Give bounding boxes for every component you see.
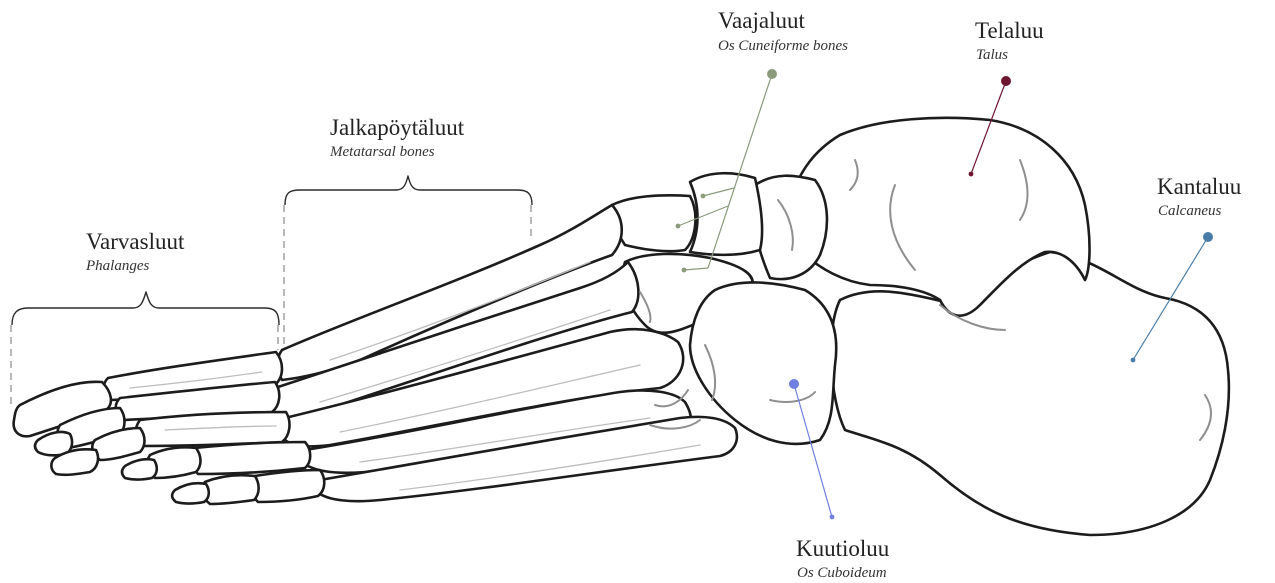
phalanx-middle-5 [202,475,258,504]
phalanx-proximal-4 [192,442,311,474]
vaajaluut-point [701,194,706,199]
kantaluu-label: Kantaluu [1157,174,1242,199]
varvasluut-label: Varvasluut [86,229,185,254]
telaluu-point [969,172,974,177]
kuutioluu-latin-label: Os Cuboideum [797,565,887,581]
jalkapoytaluut-latin-label: Metatarsal bones [329,144,435,160]
metatarsal-bracket [285,176,532,205]
kuutioluu-point [830,515,835,520]
phalanges-bracket [12,292,279,325]
phalanx-proximal-3 [136,412,290,446]
kuutioluu-label: Kuutioluu [796,536,890,561]
calcaneus-bone [831,252,1229,535]
jalkapoytaluut-label: Jalkapöytäluut [330,115,465,140]
foot-skeleton [14,118,1229,535]
phalanx-distal-5 [172,483,209,503]
vaajaluut-label: Vaajaluut [718,8,805,33]
kantaluu-latin-label: Calcaneus [1158,203,1221,219]
vaajaluut-latin-label: Os Cuneiforme bones [718,38,848,54]
vaajaluut-point [676,224,681,229]
vaajaluut-point [682,268,687,273]
phalanx-distal-4 [122,459,157,479]
cuneiform-bone-upper [612,195,696,251]
varvasluut-latin-label: Phalanges [85,258,149,274]
kantaluu-point [1131,358,1136,363]
telaluu-latin-label: Talus [976,47,1008,63]
phalanx-proximal-5 [252,470,325,502]
telaluu-label: Telaluu [975,18,1044,43]
